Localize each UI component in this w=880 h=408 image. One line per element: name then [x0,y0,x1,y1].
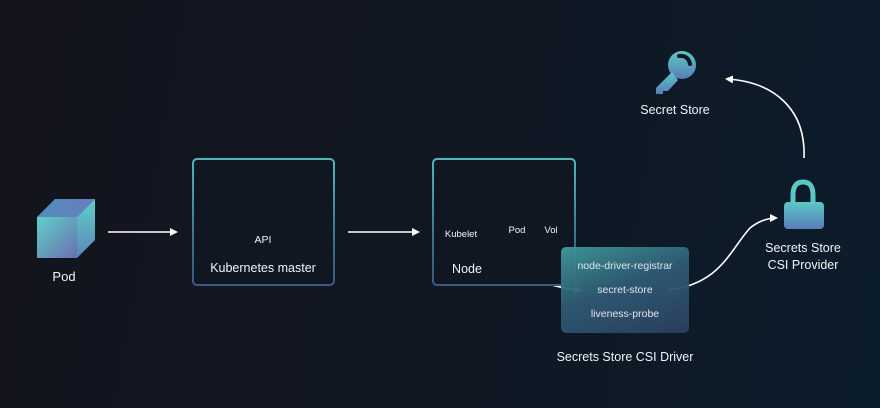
key-icon [656,51,696,94]
csi-provider-label-line1: Secrets Store [765,241,841,255]
vol-label: Vol [544,225,558,236]
pod-label: Pod [52,269,76,284]
lock-icon [784,179,824,229]
node-pod-label: Pod [508,225,526,236]
node-box[interactable] [432,158,576,286]
csi-driver-label: Secrets Store CSI Driver [556,350,694,364]
pod-cube-icon [37,199,95,258]
csi-driver-box[interactable]: node-driver-registrar secret-store liven… [561,247,689,333]
api-label: API [254,234,272,246]
kubernetes-master-label: Kubernetes master [210,261,316,275]
arrow-provider-to-secret-store [725,75,805,159]
node-label: Node [452,262,482,276]
liveness-probe-item[interactable]: liveness-probe [590,308,660,320]
csi-provider-label-line2: CSI Provider [767,258,839,272]
node-driver-registrar-item[interactable]: node-driver-registrar [577,260,673,272]
kubelet-label: Kubelet [444,229,478,240]
secret-store-item[interactable]: secret-store [597,284,653,296]
kubernetes-master-box[interactable] [192,158,335,286]
secret-store-label: Secret Store [640,103,710,117]
